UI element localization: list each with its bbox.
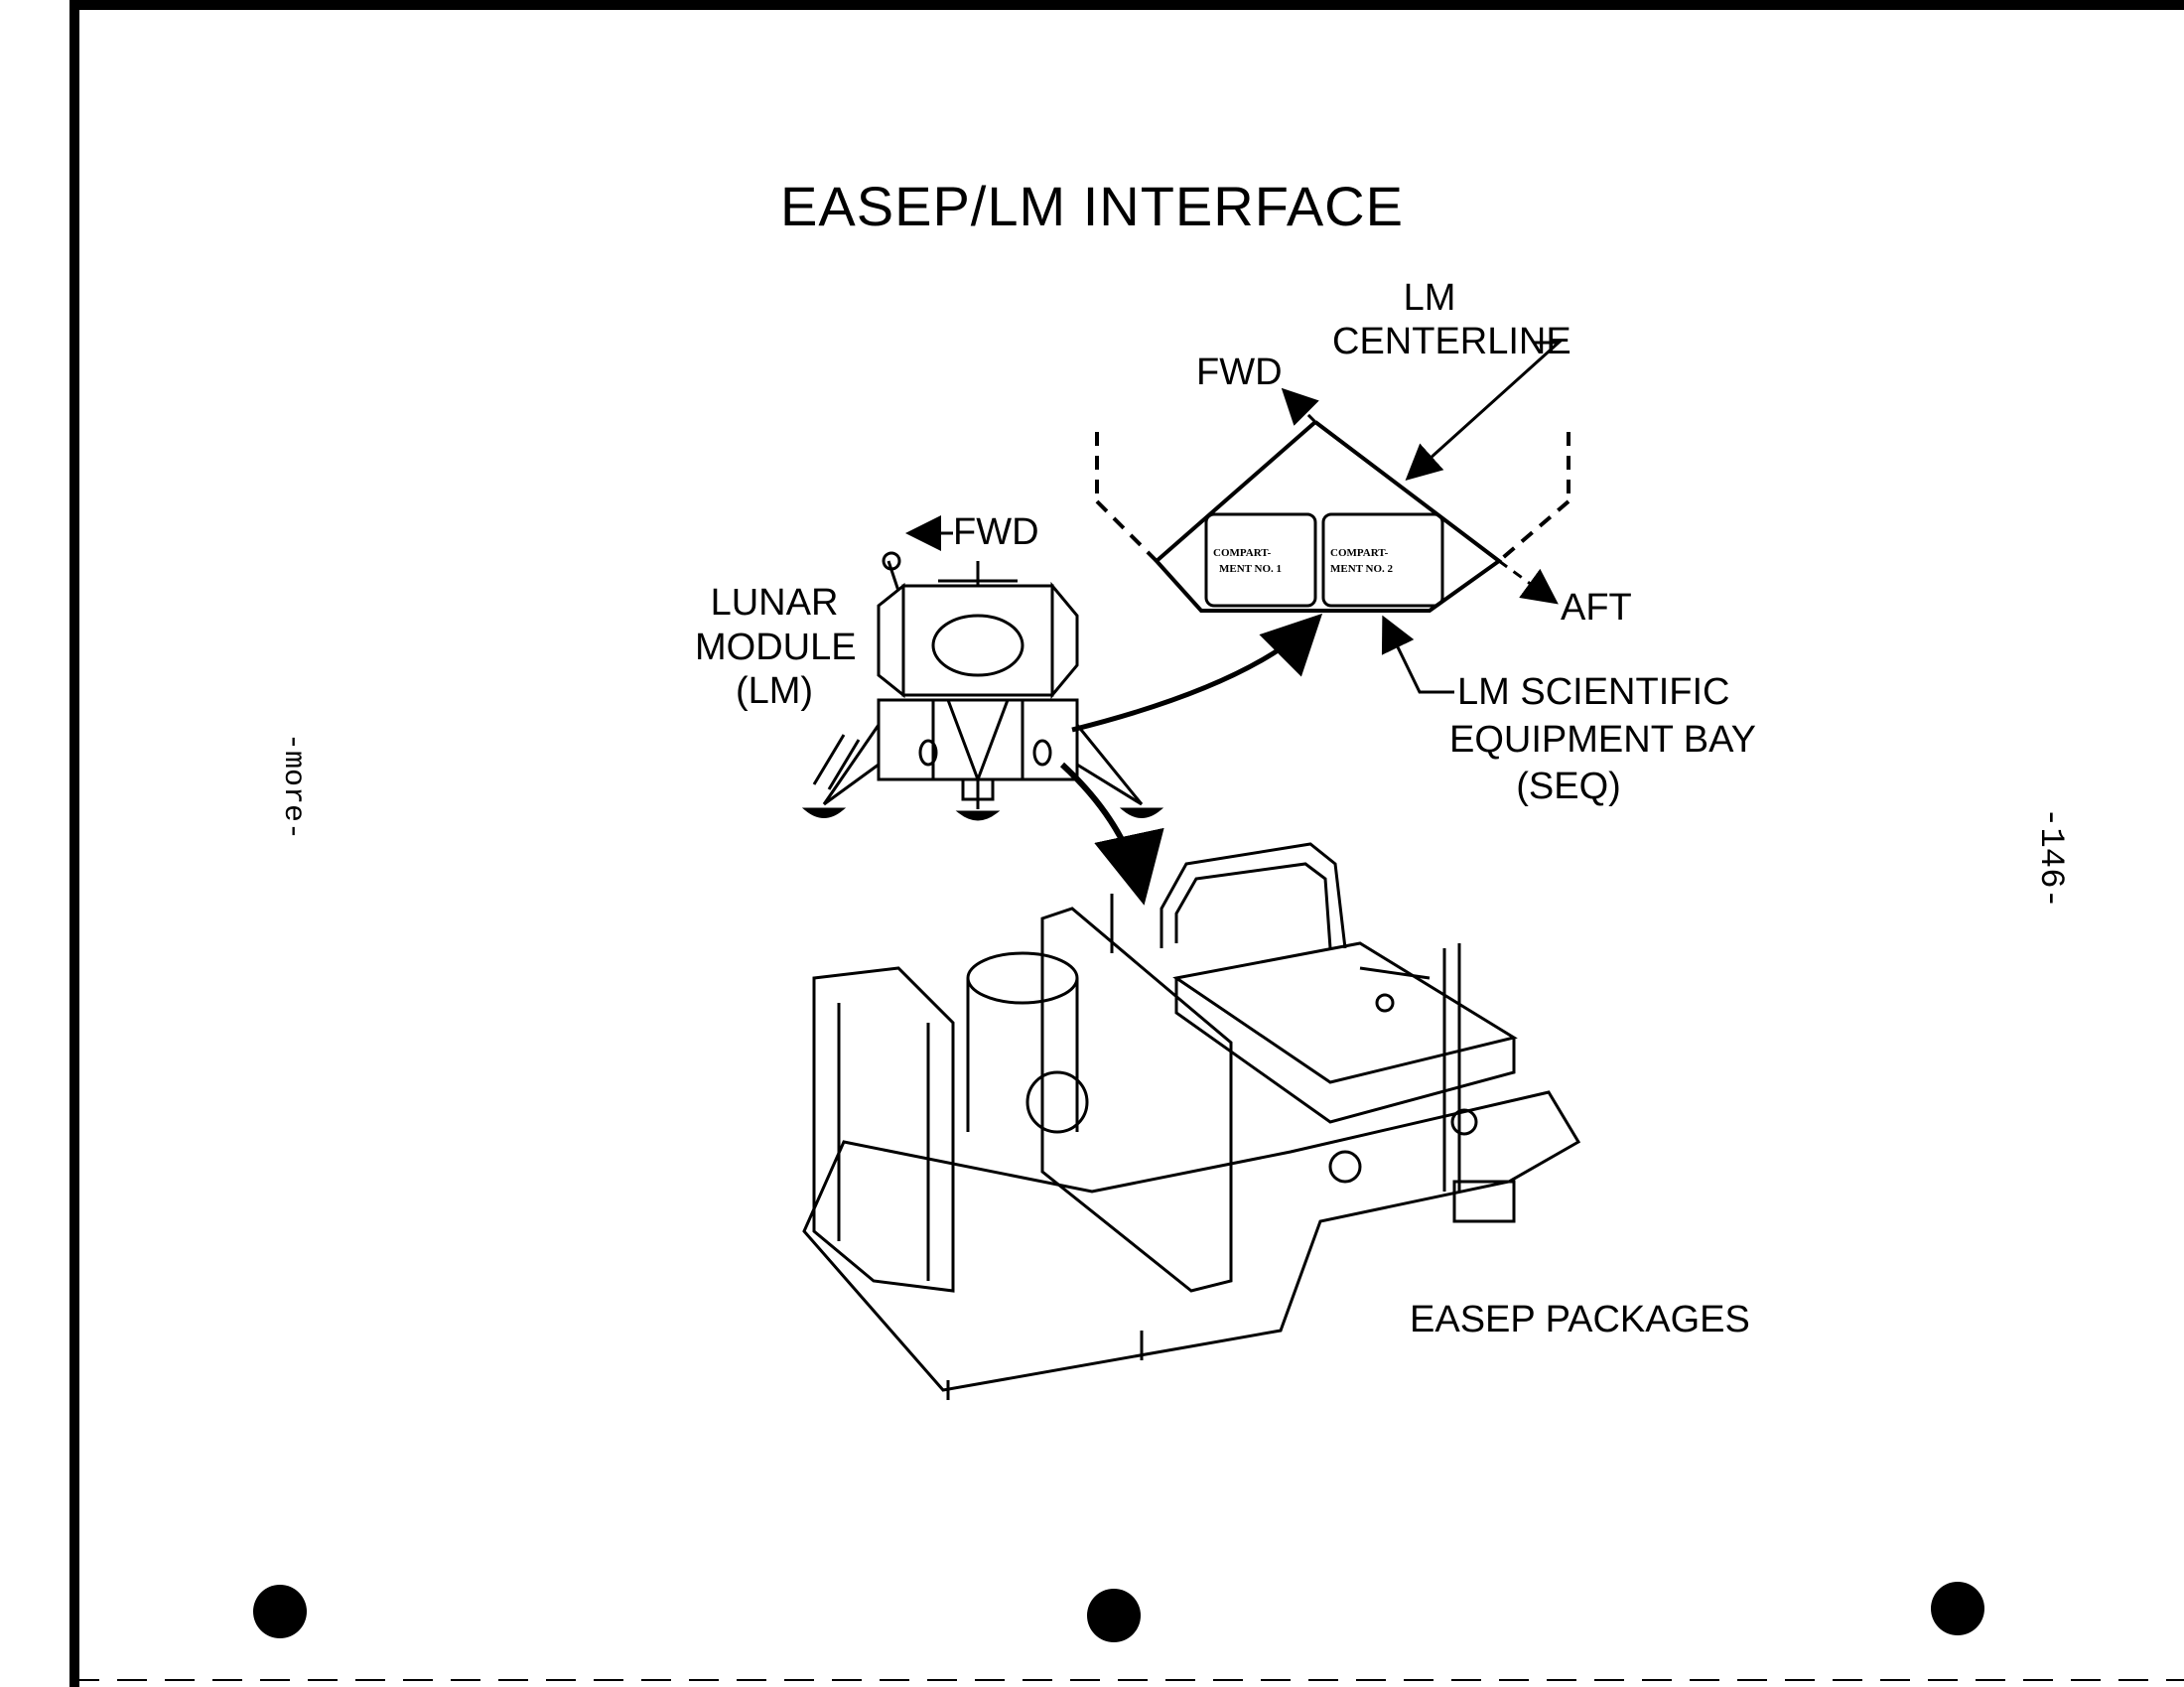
punch-hole-right bbox=[1931, 1582, 1984, 1635]
seq-label-line1: LM SCIENTIFIC bbox=[1457, 671, 1730, 713]
aft-label: AFT bbox=[1561, 587, 1632, 629]
seq-label-line2: EQUIPMENT BAY bbox=[1449, 719, 1756, 761]
compartment-2-label-line2: MENT NO. 2 bbox=[1330, 563, 1394, 575]
punch-hole-left bbox=[253, 1585, 307, 1638]
left-border bbox=[69, 0, 79, 1687]
lunar-module-label-line2: MODULE bbox=[695, 627, 857, 668]
centerline-leader bbox=[1405, 341, 1563, 482]
compartment-1 bbox=[1204, 512, 1317, 608]
top-border bbox=[69, 0, 2184, 10]
punch-hole-center bbox=[1087, 1589, 1141, 1642]
margin-note-more: -more- bbox=[276, 732, 310, 841]
lunar-module-label-line1: LUNAR bbox=[710, 582, 839, 624]
bottom-dashed-rule bbox=[69, 1679, 2184, 1681]
compartment-2 bbox=[1321, 512, 1444, 608]
seq-bay-outline bbox=[1095, 420, 1570, 613]
lm-centerline-label-line2: CENTERLINE bbox=[1332, 321, 1571, 362]
lunar-module-label-line3: (LM) bbox=[735, 670, 814, 712]
lm-to-packages-arrow bbox=[1059, 762, 1164, 906]
easep-packages-label: EASEP PACKAGES bbox=[1410, 1299, 1750, 1340]
seq-leader bbox=[1381, 615, 1454, 694]
page-number: -146- bbox=[2031, 806, 2069, 910]
easep-packages-drawing bbox=[802, 842, 1581, 1400]
compartment-1-label-line2: MENT NO. 1 bbox=[1219, 563, 1282, 575]
lm-to-seq-arrow bbox=[1071, 613, 1323, 733]
lunar-module-drawing bbox=[801, 551, 1164, 821]
fwd-label-top: FWD bbox=[1196, 351, 1283, 393]
aft-arrow bbox=[1498, 559, 1559, 605]
compartment-2-label-line1: COMPART- bbox=[1330, 547, 1389, 559]
seq-label-line3: (SEQ) bbox=[1516, 766, 1621, 807]
compartment-1-label-line1: COMPART- bbox=[1213, 547, 1272, 559]
fwd-label-lm: FWD bbox=[953, 511, 1039, 553]
fwd-arrow-top bbox=[1281, 387, 1319, 426]
page-title: EASEP/LM INTERFACE bbox=[780, 175, 1404, 237]
lm-centerline-label-line1: LM bbox=[1403, 277, 1456, 319]
